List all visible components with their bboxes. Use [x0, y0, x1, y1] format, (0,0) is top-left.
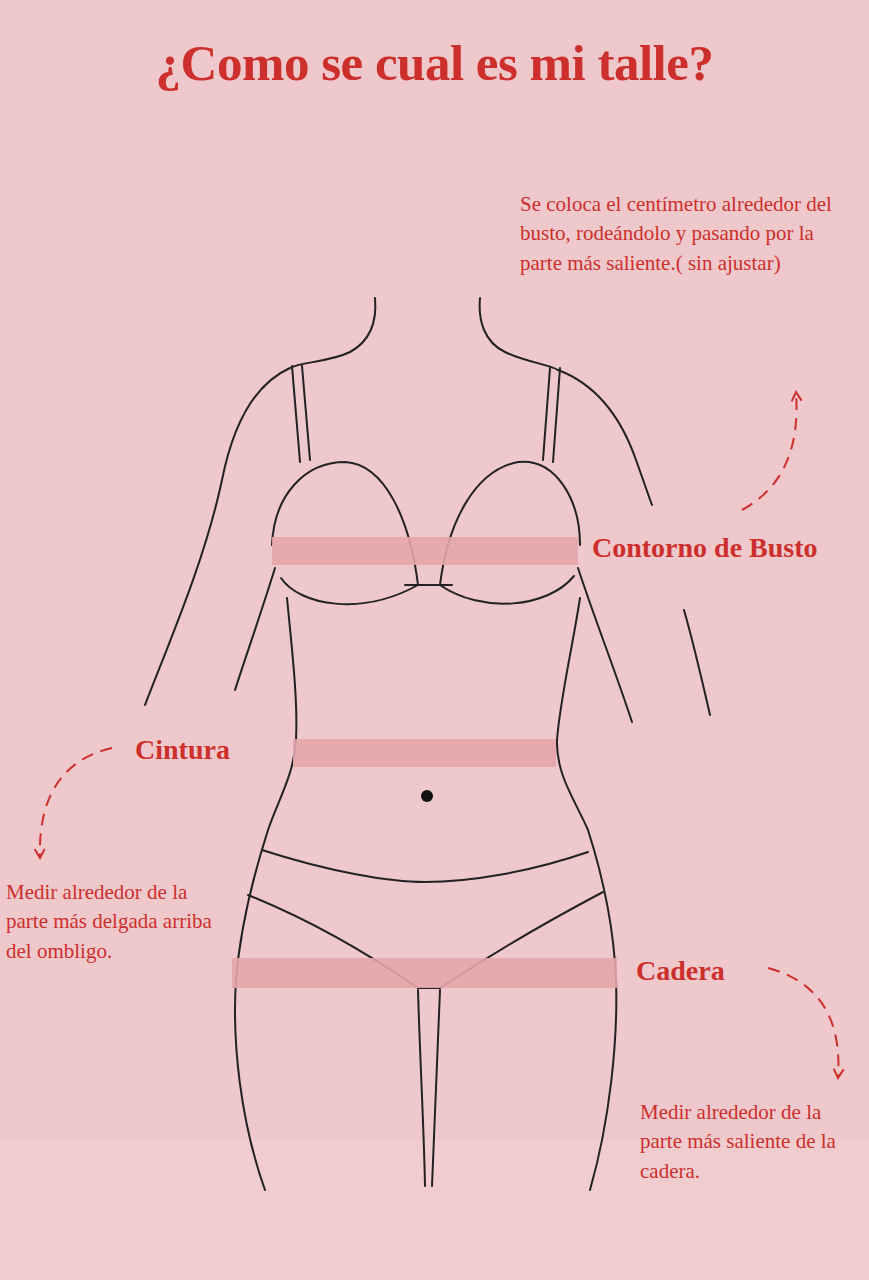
strap — [553, 368, 560, 462]
waist-band — [293, 739, 556, 767]
bust-band — [272, 537, 578, 565]
underwire-left — [281, 578, 418, 604]
measure-label: Cintura — [135, 734, 230, 766]
torso-right — [557, 598, 616, 1190]
arm-left-inner — [235, 568, 275, 690]
cup-right — [440, 462, 580, 585]
neck-left — [290, 298, 375, 368]
strap — [292, 366, 300, 462]
thigh-right — [432, 990, 440, 1186]
leader-arrow — [40, 748, 112, 858]
thigh-left — [418, 990, 425, 1186]
torso-left — [235, 598, 296, 1190]
measure-label: Cadera — [636, 955, 725, 987]
neck-right — [480, 298, 558, 370]
note-text: Medir alrededor de la parte más saliente… — [640, 1098, 862, 1186]
arm-right-inner — [578, 568, 632, 722]
note-text: Se coloca el centímetro alrededor del bu… — [520, 190, 860, 278]
strap — [543, 368, 550, 460]
page-title: ¿Como se cual es mi talle? — [0, 34, 869, 92]
arm-right-outer — [558, 370, 652, 505]
leader-arrow — [742, 392, 797, 510]
leader-arrow — [768, 968, 838, 1078]
note-text: Medir alrededor de la parte más delgada … — [6, 878, 226, 966]
measure-label: Contorno de Busto — [592, 532, 818, 564]
arm-right-lower — [684, 610, 710, 715]
underwire-right — [440, 576, 574, 604]
cup-left — [272, 462, 418, 585]
panties-top — [262, 850, 588, 882]
strap — [302, 366, 310, 460]
hip-band — [232, 958, 617, 988]
arm-left-outer — [145, 368, 290, 705]
bra-center — [405, 584, 452, 586]
navel — [421, 790, 433, 802]
bottom-fade — [0, 1140, 869, 1280]
